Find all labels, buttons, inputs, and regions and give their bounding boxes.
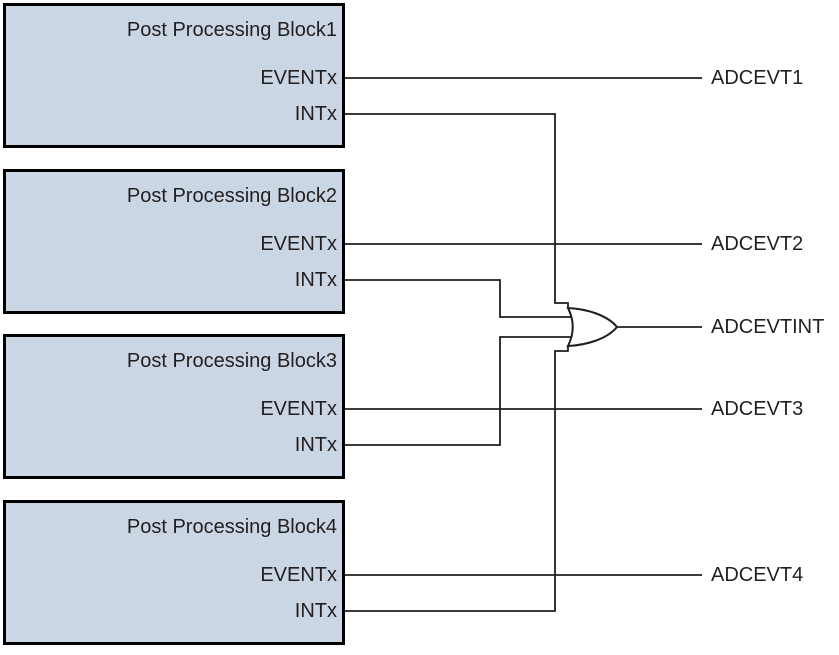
post-processing-block-3: Post Processing Block3 EVENTx INTx: [3, 334, 345, 479]
event-port-label: EVENTx: [260, 233, 337, 255]
int-port-label: INTx: [294, 434, 337, 456]
post-processing-block-4: Post Processing Block4 EVENTx INTx: [3, 500, 345, 645]
or-gate-icon: [566, 306, 619, 348]
event-port-label: EVENTx: [260, 564, 337, 586]
event-port-label: EVENTx: [260, 398, 337, 420]
int-wire-3: [345, 336, 572, 446]
post-processing-block-2: Post Processing Block2 EVENTx INTx: [3, 169, 345, 314]
int-wire-4: [345, 346, 569, 612]
signal-label-adcevtint: ADCEVTINT: [711, 316, 825, 338]
block-title: Post Processing Block2: [126, 185, 337, 207]
block-title: Post Processing Block1: [126, 19, 337, 41]
int-port-label: INTx: [294, 103, 337, 125]
post-processing-block-1: Post Processing Block1 EVENTx INTx: [3, 3, 345, 148]
int-port-label: INTx: [294, 269, 337, 291]
signal-label-adcevt2: ADCEVT2: [711, 233, 804, 255]
signal-label-adcevt1: ADCEVT1: [711, 67, 804, 89]
int-port-label: INTx: [294, 600, 337, 622]
event-port-label: EVENTx: [260, 67, 337, 89]
block-title: Post Processing Block4: [126, 516, 337, 538]
int-wire-1: [345, 113, 569, 308]
signal-label-adcevt4: ADCEVT4: [711, 564, 804, 586]
block-title: Post Processing Block3: [126, 350, 337, 372]
int-wire-2: [345, 279, 572, 318]
signal-label-adcevt3: ADCEVT3: [711, 398, 804, 420]
